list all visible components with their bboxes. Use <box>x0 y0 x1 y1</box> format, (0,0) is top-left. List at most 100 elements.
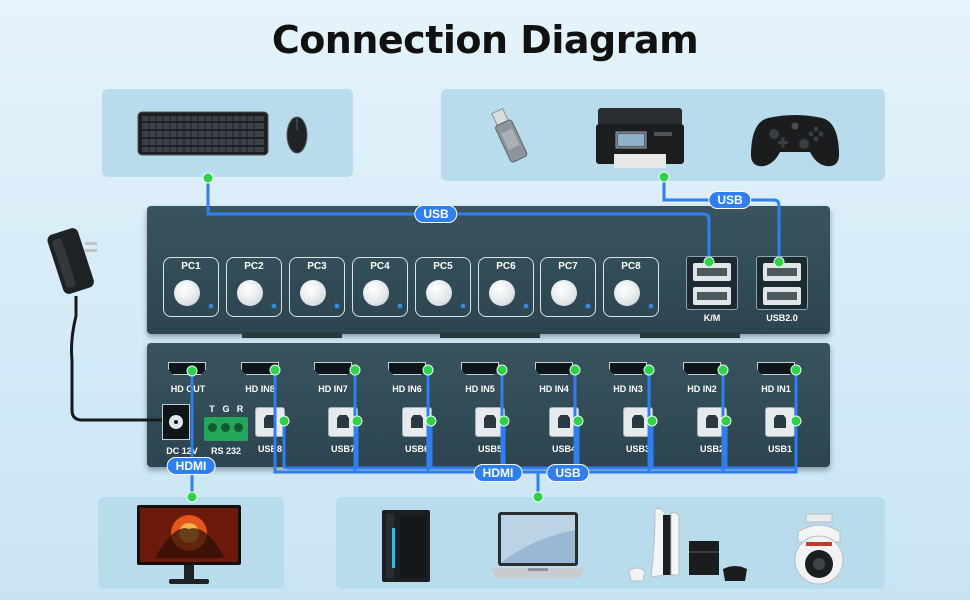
connector-dot <box>351 415 363 427</box>
pc4-button[interactable]: PC4 <box>352 257 408 317</box>
dc-label: DC 12V <box>166 446 198 456</box>
pc1-button[interactable]: PC1 <box>163 257 219 317</box>
usb-slot <box>693 263 731 281</box>
led-indicator <box>524 304 528 308</box>
connector-dot <box>790 364 802 376</box>
pc2-button[interactable]: PC2 <box>226 257 282 317</box>
pc-usb-bus <box>282 421 796 470</box>
led-indicator <box>649 304 653 308</box>
connector-dot <box>202 172 214 184</box>
pc-select-knob <box>300 280 326 306</box>
power-cable <box>70 296 162 422</box>
led-indicator <box>272 304 276 308</box>
rs232-terminal[interactable] <box>204 417 248 441</box>
connector-dot <box>532 491 544 503</box>
pc3-button[interactable]: PC3 <box>289 257 345 317</box>
pc-button-label: PC2 <box>244 261 264 272</box>
connector-dot <box>498 415 510 427</box>
connector-dot <box>572 415 584 427</box>
pc6-button[interactable]: PC6 <box>478 257 534 317</box>
monitor-icon <box>137 505 241 584</box>
dc-jack-pin <box>174 420 178 424</box>
usb-km-tag: USB <box>414 205 458 223</box>
usb7-label: USB7 <box>330 444 355 454</box>
connector-dot <box>658 171 670 183</box>
led-indicator <box>461 304 465 308</box>
hd-in8-label: HD IN8 <box>245 384 275 394</box>
pc-button-label: PC7 <box>558 261 578 272</box>
connector-dot <box>569 364 581 376</box>
hd-out-label: HD OUT <box>170 384 206 394</box>
dc-power-jack[interactable] <box>162 404 190 440</box>
keyboard-icon <box>137 111 269 156</box>
usb-slot <box>693 287 731 305</box>
pc-button-label: PC3 <box>307 261 327 272</box>
hd-in1-label: HD IN1 <box>761 384 791 394</box>
connector-dot <box>703 256 715 268</box>
usb-drive-icon <box>491 107 528 163</box>
rs232-pin-r: R <box>236 404 244 414</box>
terminal-screw <box>221 423 230 432</box>
connector-dot <box>186 491 198 503</box>
usb3-label: USB3 <box>625 444 650 454</box>
usb1-port[interactable] <box>765 407 795 437</box>
usb-slot <box>763 287 801 305</box>
pc-button-label: PC6 <box>496 261 516 272</box>
power-adapter-icon <box>47 228 97 294</box>
hd-in5-label: HD IN5 <box>465 384 495 394</box>
rs232-pin-g: G <box>222 404 230 414</box>
hd-in2-label: HD IN2 <box>687 384 717 394</box>
connector-dot <box>186 365 198 377</box>
pc7-button[interactable]: PC7 <box>540 257 596 317</box>
desktop-tower-icon <box>382 510 430 582</box>
usb8-label: USB8 <box>257 444 282 454</box>
usb-branch <box>355 421 798 468</box>
pc-button-label: PC4 <box>370 261 390 272</box>
pc-select-knob <box>489 280 515 306</box>
pc-button-label: PC8 <box>621 261 641 272</box>
terminal-screw <box>208 423 217 432</box>
connector-dot <box>422 364 434 376</box>
usb5-label: USB5 <box>477 444 502 454</box>
game-console-icon <box>628 508 747 582</box>
pc-select-knob <box>551 280 577 306</box>
hd-in4-label: HD IN4 <box>539 384 569 394</box>
front-panel-foot-mid <box>440 333 540 338</box>
pc-button-label: PC1 <box>181 261 201 272</box>
hdmi-branch <box>353 372 725 472</box>
connector-dot <box>717 364 729 376</box>
led-indicator <box>335 304 339 308</box>
hdmi-monitor-tag: HDMI <box>166 457 216 475</box>
pc-select-knob <box>363 280 389 306</box>
laptop-icon <box>490 512 586 578</box>
connector-dot <box>643 364 655 376</box>
pc-button-label: PC5 <box>433 261 453 272</box>
usb2-port-label: USB2.0 <box>766 313 798 323</box>
usb-pcs-tag: USB <box>546 464 590 482</box>
connector-dot <box>496 364 508 376</box>
usb-peripherals-tag: USB <box>708 191 752 209</box>
printer-icon <box>596 108 684 168</box>
terminal-screw <box>234 423 243 432</box>
led-indicator <box>586 304 590 308</box>
pc-select-knob <box>426 280 452 306</box>
usb1-label: USB1 <box>767 444 792 454</box>
front-panel-foot-right <box>640 333 740 338</box>
led-indicator <box>209 304 213 308</box>
pc8-button[interactable]: PC8 <box>603 257 659 317</box>
mouse-icon <box>286 116 308 154</box>
connector-dot <box>269 364 281 376</box>
connector-dot <box>790 415 802 427</box>
rs232-label: RS 232 <box>210 446 242 456</box>
km-usb-cable <box>206 178 711 258</box>
rs232-pin-t: T <box>209 404 215 414</box>
peripherals-usb-cable <box>662 177 781 258</box>
connector-dot <box>278 415 290 427</box>
usb2-b-label: USB2 <box>699 444 724 454</box>
ptz-camera-icon <box>794 513 844 585</box>
pc5-button[interactable]: PC5 <box>415 257 471 317</box>
pc-select-knob <box>237 280 263 306</box>
hd-in6-label: HD IN6 <box>392 384 422 394</box>
pc-select-knob <box>174 280 200 306</box>
hdmi-pcs-tag: HDMI <box>473 464 523 482</box>
